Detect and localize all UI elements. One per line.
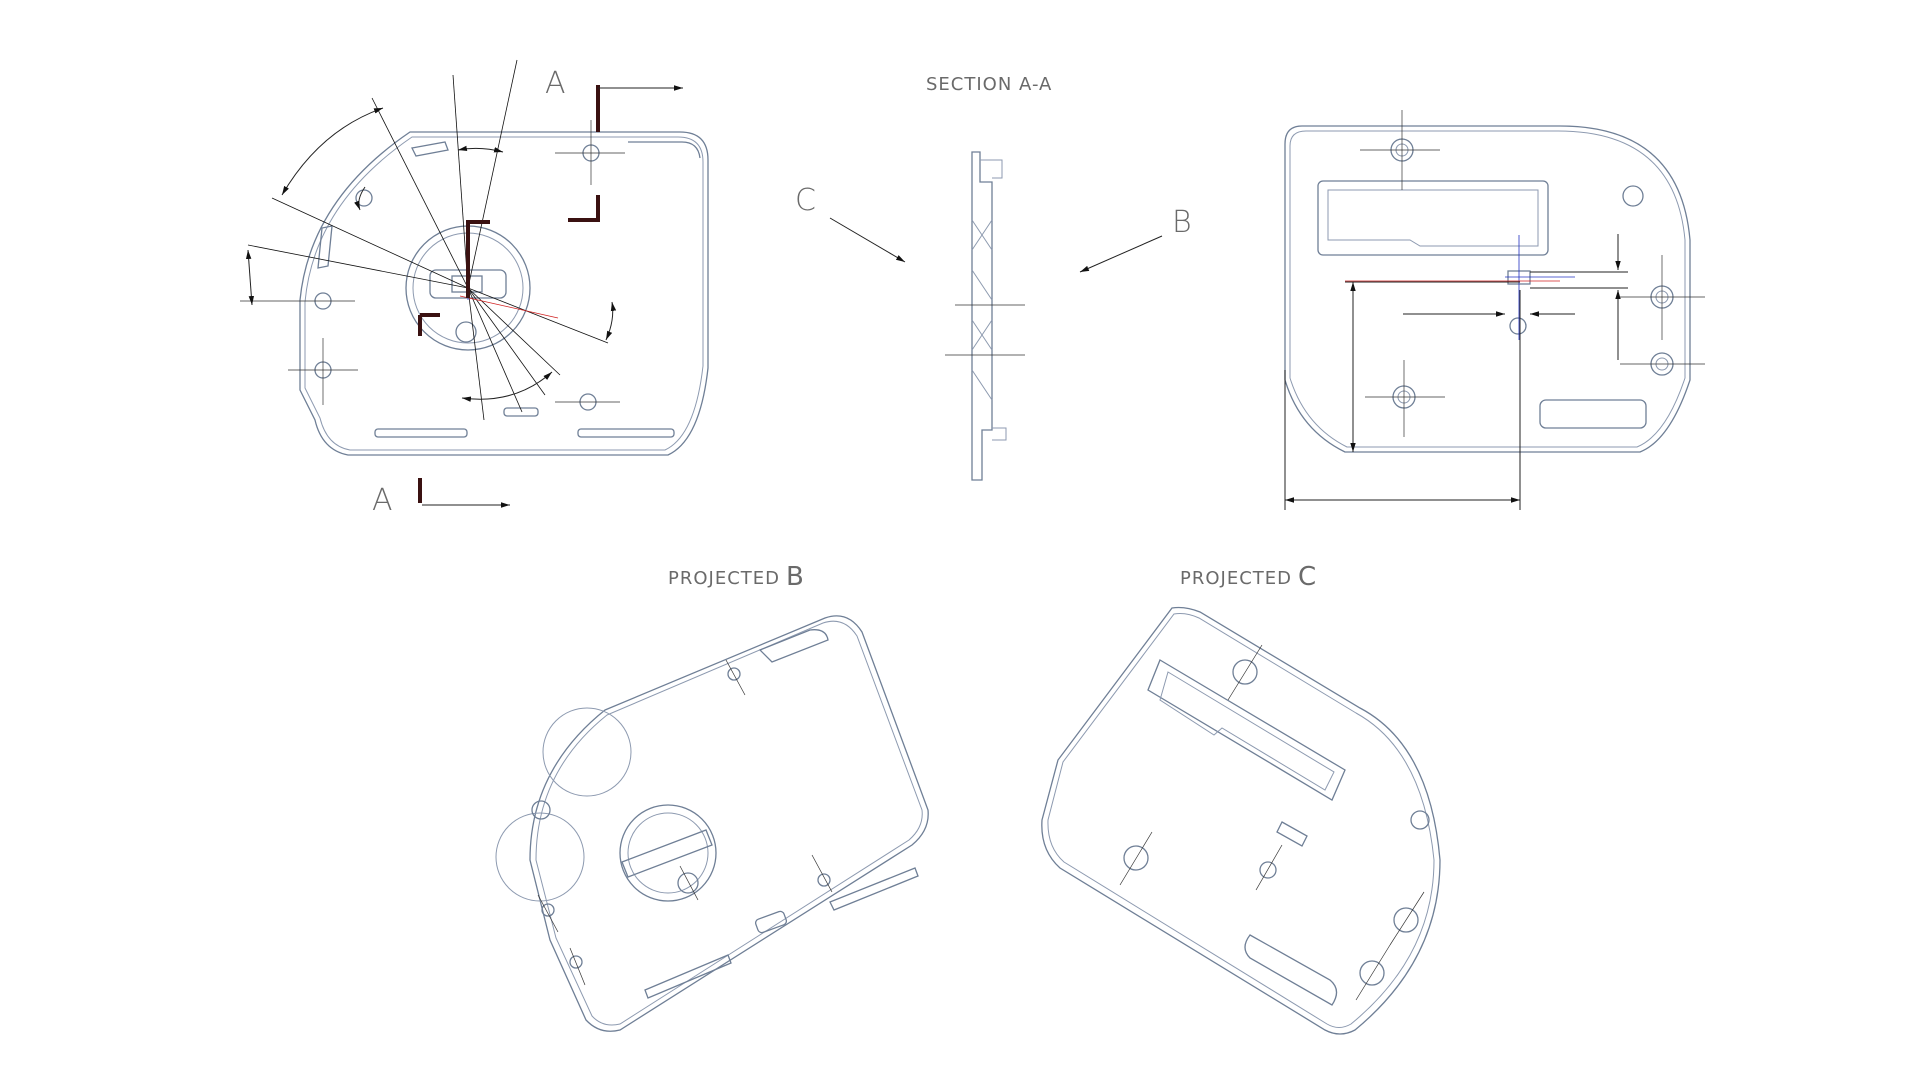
projected-c-hole-5 <box>1359 960 1385 986</box>
projected-c-letter: C <box>1298 562 1316 592</box>
front-hole-top-right <box>555 120 625 185</box>
projected-b-hub-inner <box>627 812 709 894</box>
front-view-inner-outline <box>304 136 704 451</box>
view-arrow-b-label: B <box>1172 205 1192 240</box>
back-hole-right-1 <box>1620 255 1705 340</box>
back-hole-right-2 <box>1620 352 1705 376</box>
projected-b-view: PROJECTED B <box>495 562 929 1032</box>
projected-b-axis-2 <box>811 854 833 893</box>
projected-c-hole-4 <box>1393 907 1419 933</box>
back-view <box>1284 110 1705 510</box>
projected-b-hub-hole <box>677 872 699 894</box>
projected-c-outline <box>1041 606 1441 1035</box>
projected-b-axis-4 <box>569 947 586 986</box>
section-outline <box>971 151 993 481</box>
projected-b-boss-2 <box>495 812 585 902</box>
projected-c-prefix: PROJECTED <box>1180 568 1292 589</box>
projected-c-hole-6 <box>1410 810 1430 830</box>
projected-b-axis-3 <box>537 894 559 933</box>
front-view: A A <box>240 59 709 518</box>
section-label: SECTION A-A <box>926 74 1052 95</box>
projected-c-axis-2 <box>1119 831 1153 886</box>
section-boss-top <box>980 159 1003 179</box>
cutting-plane-a-a <box>418 85 683 508</box>
projected-b-hole-4 <box>569 955 583 969</box>
front-slot-left <box>317 225 333 269</box>
back-hole-upper-right <box>1622 185 1644 207</box>
back-display-window-inner <box>1327 189 1539 247</box>
back-dimensions <box>1284 234 1628 510</box>
back-display-window-outer <box>1317 180 1549 256</box>
view-arrow-b: B <box>1079 205 1192 273</box>
projected-b-hub-outer <box>619 804 717 902</box>
section-hatch-ribs <box>971 219 993 401</box>
projected-c-hole-2 <box>1123 845 1149 871</box>
front-hole-bottom-right <box>555 393 620 411</box>
front-slot-bottom-center <box>503 407 539 417</box>
projected-c-axis-4 <box>1389 891 1425 946</box>
back-hole-bottom-left <box>1365 360 1445 437</box>
projected-c-inner-outline <box>1047 613 1435 1028</box>
projected-b-hole-5 <box>531 800 551 820</box>
projected-c-display-window-inner <box>1159 671 1335 791</box>
projected-c-axis-5 <box>1355 944 1391 1001</box>
projected-b-hole-3 <box>541 903 555 917</box>
view-arrow-c: C <box>795 183 906 263</box>
projected-b-hole-1 <box>727 667 741 681</box>
back-label-recess <box>1539 399 1647 429</box>
section-view: SECTION A-A <box>926 74 1052 481</box>
projected-b-slot-right <box>829 867 919 911</box>
projected-b-hub-bar <box>621 829 713 878</box>
projected-b-inner-outline <box>535 620 923 1026</box>
front-hole-left-1 <box>240 292 355 310</box>
view-arrow-c-label: C <box>795 183 816 218</box>
projected-b-boss-1 <box>542 707 632 797</box>
back-view-outline <box>1284 125 1691 453</box>
back-hole-top <box>1360 110 1440 190</box>
projected-c-view: PROJECTED C <box>1041 562 1441 1035</box>
cut-label-top: A <box>545 66 566 101</box>
section-boss-bottom <box>992 427 1007 441</box>
back-view-inner-outline <box>1289 130 1686 448</box>
front-slot-bottom-right <box>577 428 675 438</box>
front-angle-dimensions <box>245 107 617 402</box>
projected-c-axis-3 <box>1255 844 1283 891</box>
front-hub-hole <box>455 321 477 343</box>
projected-b-slot-top <box>758 629 829 663</box>
front-slot-top-right <box>628 141 701 159</box>
front-view-outline <box>299 131 709 456</box>
projected-b-hole-2 <box>817 873 831 887</box>
projected-c-pin <box>1276 821 1308 847</box>
projected-b-prefix: PROJECTED <box>668 568 780 589</box>
projected-c-label-recess <box>1244 934 1338 1006</box>
projected-b-axis-5 <box>679 865 699 901</box>
projected-b-axis-1 <box>725 659 746 696</box>
projected-c-display-window-outer <box>1147 659 1346 801</box>
front-centerline-red <box>459 295 559 319</box>
projected-b-letter: B <box>786 562 804 592</box>
front-hole-left-2 <box>288 338 358 405</box>
front-slot-bottom-left <box>374 428 468 438</box>
projected-c-axis-1 <box>1227 644 1263 701</box>
cut-label-bottom: A <box>372 483 393 518</box>
projected-c-hole-1 <box>1232 659 1258 685</box>
projected-b-slot-small <box>754 910 788 934</box>
projected-c-hole-3 <box>1259 861 1277 879</box>
back-center-pin <box>1345 235 1575 340</box>
front-slot-top-left <box>411 141 449 157</box>
projected-b-outline <box>529 615 929 1032</box>
projected-b-slot-bottom <box>644 954 732 999</box>
